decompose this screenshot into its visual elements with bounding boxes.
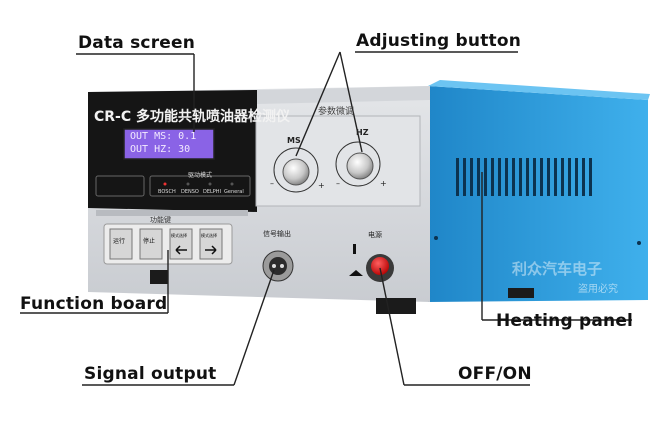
- arrow-left-icon: [175, 245, 187, 255]
- callout-heating-panel: Heating panel: [496, 311, 634, 331]
- function-keys-header: 功能键: [150, 216, 171, 224]
- function-board: [103, 223, 233, 265]
- signal-output-connector: [262, 250, 294, 282]
- callout-lines: [20, 51, 632, 386]
- signal-output-label: 信号输出: [263, 230, 291, 238]
- hz-knob-label: HZ: [356, 128, 369, 137]
- lcd-screen: [123, 128, 215, 160]
- ms-knob-label: MS: [287, 136, 301, 145]
- callout-signal-output: Signal output: [84, 364, 217, 384]
- power-label: 电源: [368, 231, 382, 239]
- callout-adjusting-button: Adjusting button: [356, 31, 522, 51]
- callout-data-screen: Data screen: [78, 33, 196, 53]
- callout-off-on: OFF/ON: [458, 364, 532, 384]
- arrow-right-icon: [205, 245, 217, 255]
- lcd-line-2: OUT HZ: 30: [130, 144, 191, 155]
- mode-indicator-strip: [95, 175, 251, 197]
- drive-mode-label: 驱动模式: [188, 172, 213, 179]
- key-mode-left-button[interactable]: 模式选择: [171, 233, 187, 238]
- watermark-line-1: 利众汽车电子: [512, 260, 603, 278]
- mode-delphi: DELPHI: [203, 189, 222, 195]
- watermark-line-2: 盗用必究: [578, 284, 618, 295]
- key-stop-button[interactable]: 停止: [143, 238, 156, 245]
- device-title: CR-C 多功能共轨喷油器检测仪: [94, 109, 291, 125]
- adjust-panel-header: 参数微调: [318, 107, 355, 117]
- svg-text:–: –: [336, 179, 340, 188]
- key-run-button[interactable]: 运行: [113, 238, 126, 245]
- mode-denso: DENSO: [181, 189, 199, 195]
- hz-knob[interactable]: [346, 152, 374, 180]
- vent-slots: [456, 158, 592, 196]
- mode-general: General: [224, 189, 244, 195]
- mode-bosch: BOSCH: [158, 189, 176, 195]
- key-mode-right-button[interactable]: 模式选择: [201, 233, 217, 238]
- device-feet: [150, 270, 534, 314]
- svg-text:+: +: [318, 181, 325, 190]
- adjusting-panel: – + – +: [255, 115, 421, 207]
- ms-knob[interactable]: [282, 158, 310, 186]
- svg-text:+: +: [380, 179, 387, 188]
- svg-text:–: –: [270, 179, 274, 188]
- lcd-line-1: OUT MS: 0.1: [130, 131, 197, 142]
- heating-panel: [428, 80, 650, 302]
- callout-function-board: Function board: [20, 294, 168, 314]
